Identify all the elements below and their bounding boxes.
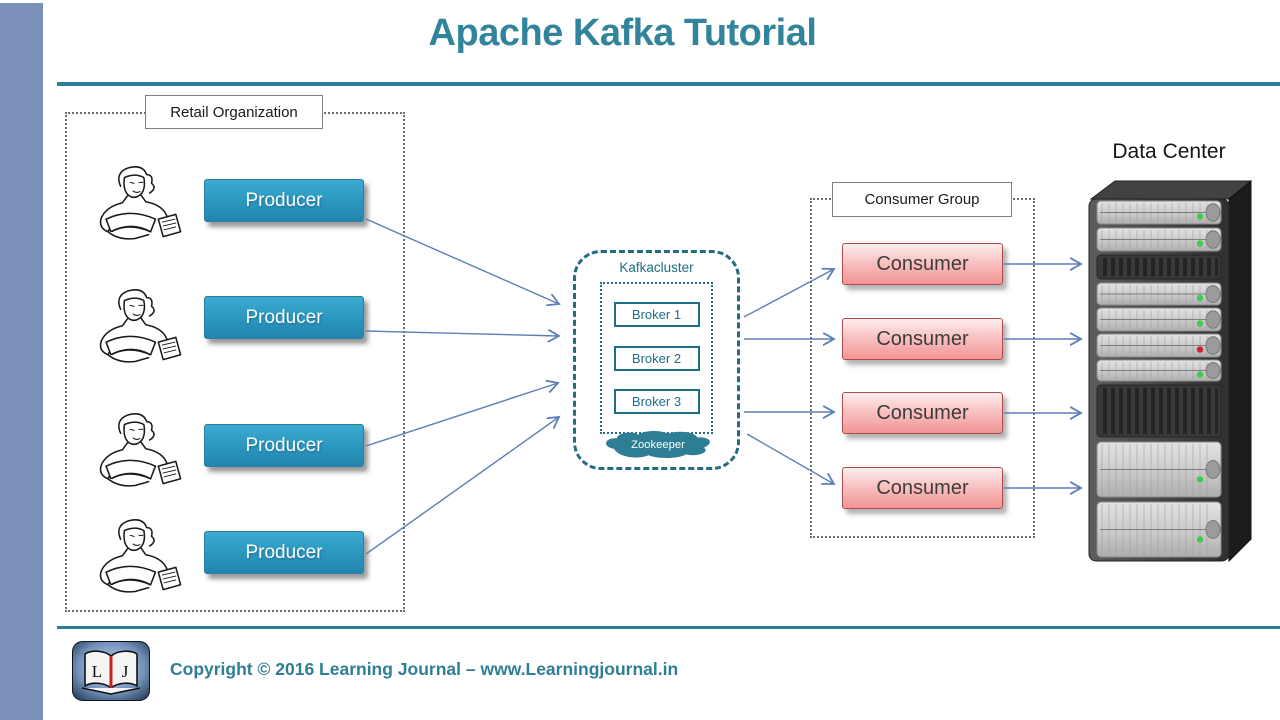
broker-node: Broker 3 xyxy=(613,388,700,414)
consumer-group-label: Consumer Group xyxy=(832,182,1012,217)
left-accent-bar xyxy=(0,3,43,720)
zookeeper-cloud: Zookeeper xyxy=(606,430,710,458)
broker-node: Broker 2 xyxy=(613,345,700,371)
kafka-cluster-box: Kafkacluster Broker 1 Broker 2 Broker 3 … xyxy=(573,250,740,470)
rack-side-face xyxy=(1228,179,1252,563)
producer-node: Producer xyxy=(204,179,364,222)
vent-slats xyxy=(1100,388,1218,434)
server-led-green xyxy=(1196,476,1204,483)
server-rack-rows xyxy=(1096,200,1222,558)
kafka-cluster-label: Kafkacluster xyxy=(619,260,694,275)
vent-slats xyxy=(1100,258,1218,276)
zookeeper-label: Zookeeper xyxy=(631,439,685,451)
learning-journal-logo: L J xyxy=(72,641,150,701)
producer-node: Producer xyxy=(204,296,364,339)
person-icon xyxy=(99,519,182,593)
server-led-green xyxy=(1196,371,1204,378)
server-led-green xyxy=(1196,536,1204,543)
server-led-green xyxy=(1196,213,1204,220)
retail-organization-label: Retail Organization xyxy=(145,95,323,129)
server-led-green xyxy=(1196,240,1204,247)
server-knob xyxy=(1205,285,1221,303)
person-icon xyxy=(99,166,182,240)
server-led-red xyxy=(1196,346,1204,353)
server-knob xyxy=(1205,460,1221,479)
rack-top-face xyxy=(1089,180,1253,200)
consumer-node: Consumer xyxy=(842,318,1003,360)
consumer-node: Consumer xyxy=(842,392,1003,434)
logo-letter-j: J xyxy=(122,662,129,681)
server-knob xyxy=(1205,310,1221,329)
server-knob xyxy=(1205,203,1221,222)
person-icon xyxy=(99,289,182,363)
consumer-node: Consumer xyxy=(842,467,1003,509)
person-icon xyxy=(99,413,182,487)
server-knob xyxy=(1205,336,1221,355)
server-knob xyxy=(1205,230,1221,249)
producer-node: Producer xyxy=(204,531,364,574)
broker-group-box: Broker 1 Broker 2 Broker 3 xyxy=(600,282,713,434)
consumer-node: Consumer xyxy=(842,243,1003,285)
server-rack xyxy=(1088,179,1253,563)
server-knob xyxy=(1205,520,1221,539)
page-title: Apache Kafka Tutorial xyxy=(428,12,817,54)
server-led-green xyxy=(1196,294,1204,302)
footer-divider xyxy=(57,626,1280,629)
server-knob xyxy=(1205,362,1221,379)
logo-letter-l: L xyxy=(92,662,102,681)
open-book-icon xyxy=(81,650,141,695)
server-led-green xyxy=(1196,320,1204,327)
broker-node: Broker 1 xyxy=(613,302,700,328)
header-divider xyxy=(57,82,1280,86)
copyright-text: Copyright © 2016 Learning Journal – www.… xyxy=(170,659,679,679)
producer-node: Producer xyxy=(204,424,364,467)
data-center-label: Data Center xyxy=(1112,140,1226,163)
